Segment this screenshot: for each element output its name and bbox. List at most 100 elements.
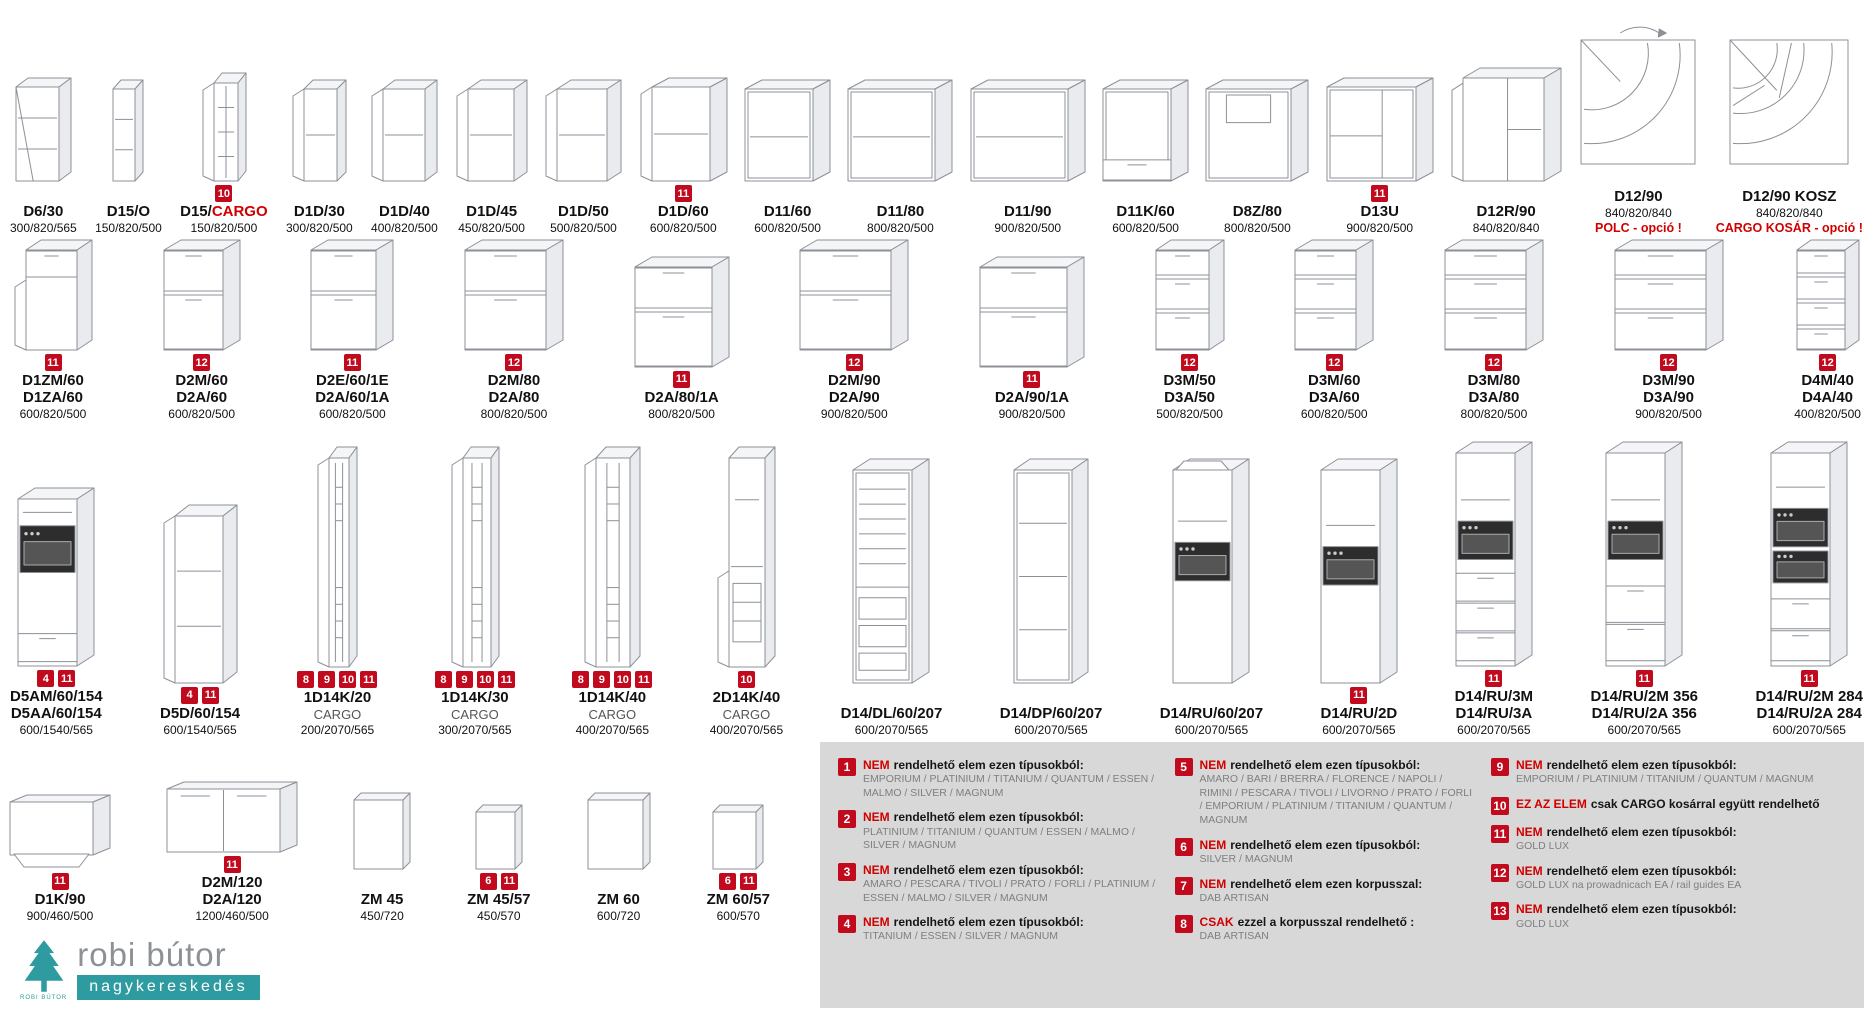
legend-badge-8: 8: [1174, 915, 1193, 934]
cabinet-drawing: [1455, 436, 1533, 667]
product-dimensions: 600/820/500: [1300, 406, 1368, 421]
product-dimensions: 900/820/500: [1635, 406, 1702, 421]
product-subtitle: CARGO: [313, 707, 362, 722]
product-name: ZM 45/57: [467, 890, 531, 908]
product-dimensions: 200/2070/565: [300, 722, 375, 737]
badge-row: 12: [1660, 354, 1678, 371]
product-dimensions: 600/820/500: [168, 406, 236, 421]
legend-body: GOLD LUX na prowadnicach EA / rail guide…: [1515, 878, 1742, 891]
option-badge-9: 9: [318, 671, 336, 689]
cabinet-drawing: [1294, 232, 1374, 351]
cabinet-drawing: [14, 232, 93, 351]
badge-row: 11: [44, 354, 62, 371]
product-name: ZM 45: [360, 890, 404, 908]
legend-lead-word: CSAK: [1199, 915, 1234, 930]
legend-body: GOLD LUX: [1515, 917, 1570, 930]
product-name: 1D14K/30: [441, 689, 509, 707]
option-badge-11: 11: [58, 670, 76, 687]
legend-badge-7: 7: [1174, 876, 1193, 895]
option-badge-11: 11: [223, 856, 241, 873]
product-dimensions: 600/820/500: [1112, 220, 1179, 235]
legend-badge-11: 11: [1490, 824, 1509, 843]
option-badge-6: 6: [479, 872, 497, 890]
cabinet-drawing: [1102, 29, 1189, 182]
legend-badge-6: 6: [1174, 837, 1193, 856]
logo-tree: ROBI BÚTOR: [20, 938, 67, 1001]
cabinet-drawing: [712, 785, 764, 870]
cabinet-drawing: [464, 232, 564, 351]
product-name: ZM 60/57: [706, 890, 770, 908]
legend-lead-word: NEM: [863, 915, 890, 930]
product-name: D11K/60: [1116, 203, 1175, 220]
cabinet-drawing: [1770, 436, 1848, 667]
cabinet-drawing: [310, 232, 394, 351]
badge-row: 11: [1371, 185, 1389, 202]
product-name: D8Z/80: [1232, 203, 1282, 220]
badge-row: 11: [343, 354, 361, 371]
product-dimensions: 500/820/500: [550, 220, 617, 235]
option-badge-11: 11: [500, 872, 518, 890]
product-name: D11/80: [876, 203, 925, 220]
cabinet-drawing: [202, 29, 247, 182]
option-badge-9: 9: [455, 671, 473, 689]
option-badge-11: 11: [740, 872, 758, 890]
option-badge-12: 12: [1819, 354, 1837, 371]
product-name: D1D/30: [293, 203, 345, 220]
cabinet-drawing: [1013, 453, 1089, 684]
product-dimensions: 450/570: [477, 908, 521, 923]
option-badge-11: 11: [673, 370, 691, 388]
product-note: CARGO KOSÁR - opció !: [1715, 221, 1863, 236]
product-name: D1D/45: [466, 203, 518, 220]
product-name: D2A/90/1A: [994, 388, 1070, 406]
product-name: D1K/90: [34, 890, 86, 908]
product-name: D2A/80/1A: [644, 388, 719, 406]
legend-badge-9: 9: [1490, 758, 1509, 776]
product-name: D1D/40: [378, 203, 430, 220]
badge-row: 11: [1485, 670, 1503, 687]
logo-title: robi bútor: [77, 936, 227, 973]
product-name: D15/O: [106, 203, 151, 220]
legend-body: PLATINIUM / TITANIUM / QUANTUM / ESSEN /…: [863, 825, 1135, 852]
option-badge-11: 11: [1350, 686, 1368, 704]
product-dimensions: 500/820/500: [1156, 406, 1223, 421]
option-badge-11: 11: [360, 671, 378, 689]
cabinet-drawing: [1205, 29, 1309, 182]
cabinet-drawing: [640, 29, 728, 182]
product-dimensions: 600/2070/565: [1014, 722, 1088, 737]
product-subtitle: CARGO: [722, 707, 771, 722]
product-name: D6/30: [23, 203, 64, 220]
